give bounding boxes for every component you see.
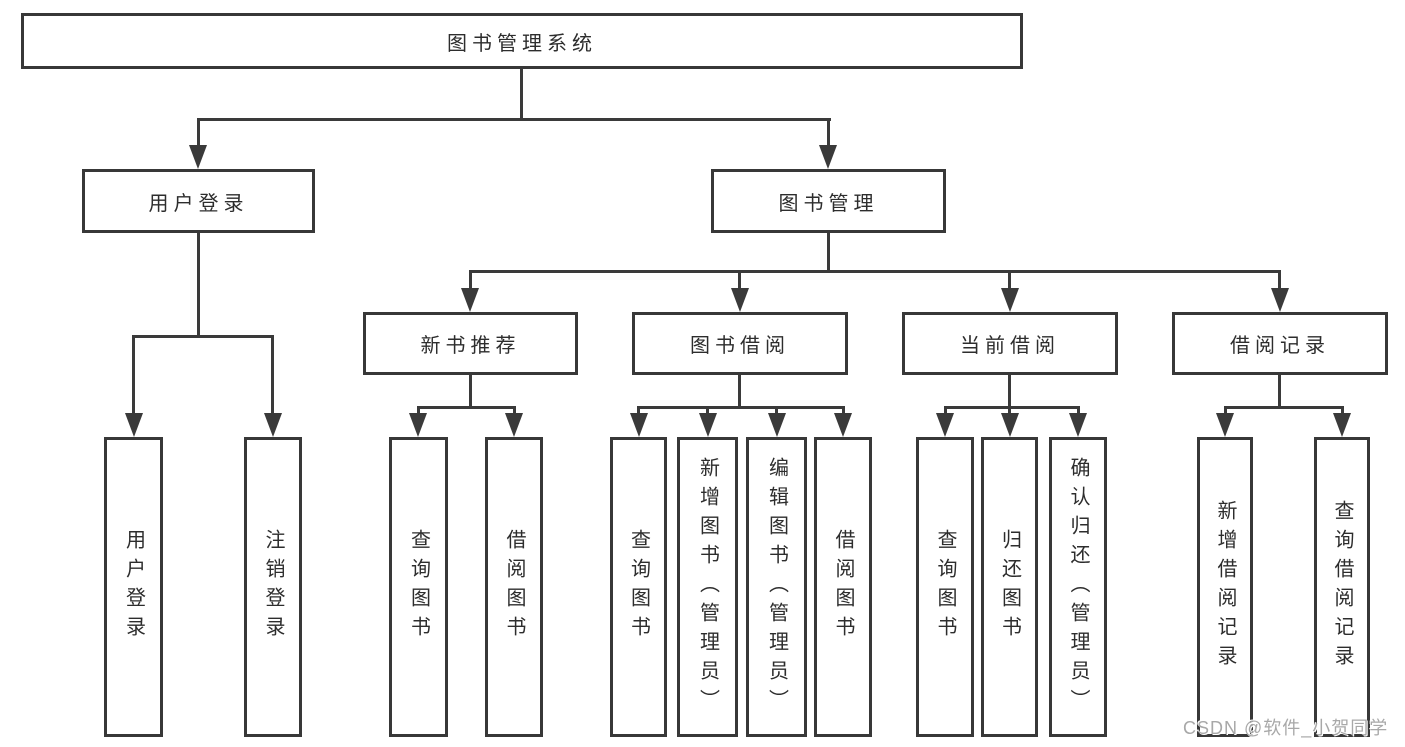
csdn-watermark: CSDN @软件_小贺同学 (1183, 718, 1389, 738)
arrow-down-icon (125, 413, 143, 437)
connector-line (827, 118, 830, 147)
connector-line (827, 233, 830, 273)
arrow-down-icon (1271, 288, 1289, 312)
connector-line (738, 375, 741, 409)
leaf-label: 借阅图书 (503, 529, 525, 645)
connector-line (637, 406, 640, 415)
arrow-down-icon (819, 145, 837, 169)
leaf-newbook-query: 查询图书 (389, 437, 448, 737)
leaf-newbook-borrow: 借阅图书 (485, 437, 543, 737)
arrow-down-icon (1216, 413, 1234, 437)
leaf-label: 查询图书 (407, 529, 430, 645)
connector-line (706, 406, 709, 415)
node-root: 图书管理系统 (21, 13, 1023, 69)
connector-line (842, 406, 845, 415)
connector-line (271, 335, 274, 416)
arrow-down-icon (1001, 288, 1019, 312)
connector-line (1008, 406, 1011, 415)
arrow-down-icon (461, 288, 479, 312)
node-book-management: 图书管理 (711, 169, 946, 233)
arrow-down-icon (1069, 413, 1087, 437)
arrow-down-icon (834, 413, 852, 437)
arrow-down-icon (1333, 413, 1351, 437)
leaf-label: 注销登录 (262, 529, 284, 645)
connector-line (1224, 406, 1227, 415)
connector-line (520, 68, 523, 120)
leaf-label: 查询图书 (934, 529, 956, 645)
arrow-down-icon (936, 413, 954, 437)
connector-line (637, 406, 845, 409)
arrow-down-icon (1001, 413, 1019, 437)
connector-line (1008, 375, 1011, 409)
connector-line (738, 270, 741, 291)
connector-line (469, 375, 472, 409)
node-current-borrow: 当前借阅 (902, 312, 1118, 375)
connector-line (775, 406, 778, 415)
connector-line (513, 406, 516, 415)
connector-line (1278, 375, 1281, 409)
connector-line (417, 406, 420, 415)
leaf-borrow-edit-admin: 编辑图书（管理员） (746, 437, 807, 737)
leaf-logout: 注销登录 (244, 437, 302, 737)
leaf-record-query: 查询借阅记录 (1314, 437, 1370, 737)
leaf-label: 用户登录 (122, 529, 145, 645)
connector-line (944, 406, 947, 415)
connector-line (197, 233, 200, 338)
connector-line (469, 270, 472, 291)
leaf-current-confirm-admin: 确认归还（管理员） (1049, 437, 1107, 737)
leaf-label: 查询借阅记录 (1331, 500, 1353, 674)
leaf-label: 编辑图书（管理员） (765, 456, 788, 718)
arrow-down-icon (699, 413, 717, 437)
node-user-login: 用户登录 (82, 169, 315, 233)
leaf-borrow-add-admin: 新增图书（管理员） (677, 437, 738, 737)
leaf-label: 新增借阅记录 (1214, 500, 1236, 674)
leaf-borrow-query: 查询图书 (610, 437, 667, 737)
connector-line (132, 335, 135, 416)
connector-line (469, 270, 1281, 273)
connector-line (1224, 406, 1344, 409)
arrow-down-icon (409, 413, 427, 437)
arrow-down-icon (731, 288, 749, 312)
connector-line (197, 118, 831, 121)
leaf-current-query: 查询图书 (916, 437, 974, 737)
connector-line (132, 335, 274, 338)
leaf-label: 新增图书（管理员） (696, 456, 719, 718)
leaf-label: 查询图书 (627, 529, 650, 645)
connector-line (1341, 406, 1344, 415)
connector-line (1008, 270, 1011, 291)
leaf-record-add: 新增借阅记录 (1197, 437, 1253, 737)
leaf-current-return: 归还图书 (981, 437, 1038, 737)
arrow-down-icon (264, 413, 282, 437)
connector-line (197, 118, 200, 147)
leaf-label: 确认归还（管理员） (1067, 456, 1089, 718)
arrow-down-icon (630, 413, 648, 437)
connector-line (944, 406, 1080, 409)
node-borrow-records: 借阅记录 (1172, 312, 1388, 375)
connector-line (417, 406, 516, 409)
arrow-down-icon (505, 413, 523, 437)
arrow-down-icon (189, 145, 207, 169)
leaf-label: 借阅图书 (832, 529, 854, 645)
connector-line (1077, 406, 1080, 415)
node-new-book-recommend: 新书推荐 (363, 312, 578, 375)
leaf-label: 归还图书 (998, 529, 1021, 645)
leaf-borrow-borrow: 借阅图书 (814, 437, 872, 737)
leaf-user-login: 用户登录 (104, 437, 163, 737)
node-book-borrow: 图书借阅 (632, 312, 848, 375)
arrow-down-icon (768, 413, 786, 437)
connector-line (1278, 270, 1281, 291)
